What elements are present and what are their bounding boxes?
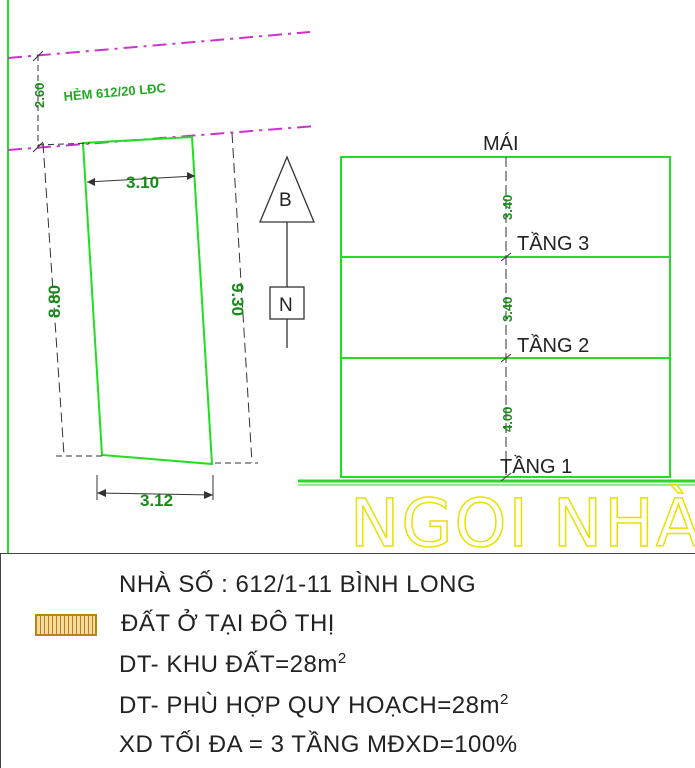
dim-top: 3.10 xyxy=(126,173,159,192)
road-width-tick-top xyxy=(32,50,44,62)
dim-left: 8.80 xyxy=(45,285,64,318)
address-line: NHÀ SỐ : 612/1-11 BÌNH LONG xyxy=(119,571,477,598)
land-area-exp: 2 xyxy=(337,650,347,667)
floor-3-label: TẦNG 3 xyxy=(517,232,589,255)
dim-left-tick-top xyxy=(37,142,91,146)
land-area-line: DT- KHU ĐẤT=28m2 xyxy=(119,650,347,679)
drawing-canvas: HẺM 612/20 LĐC 2.60 3.10 3.12 8.80 9.30 … xyxy=(7,0,695,553)
planning-area-line: DT- PHÙ HỢP QUY HOẠCH=28m2 xyxy=(119,691,509,720)
road-boundary-top xyxy=(7,31,311,59)
north-arrow-top-label: B xyxy=(279,190,292,211)
floor-1-label: TẦNG 1 xyxy=(500,455,572,478)
north-arrow-box xyxy=(269,286,305,320)
elevation-dim-tick-3 xyxy=(500,472,512,482)
road-width-dim: 2.60 xyxy=(32,83,47,108)
dim-top-arrow-right xyxy=(187,172,195,180)
floor-2-height: 3.40 xyxy=(500,297,515,322)
road-label: HẺM 612/20 LĐC xyxy=(63,80,167,104)
road-width-tick-bottom xyxy=(32,141,44,153)
max-build-line: XD TỐI ĐA = 3 TẦNG MĐXD=100% xyxy=(119,731,518,758)
planning-area-text: DT- PHÙ HỢP QUY HOẠCH=28m xyxy=(119,692,500,719)
dim-right-line xyxy=(231,132,253,464)
floor-1-height: 4.00 xyxy=(500,407,515,432)
land-type-line: ĐẤT Ở TẠI ĐÔ THỊ xyxy=(121,610,335,637)
dim-bottom-line xyxy=(96,492,214,496)
planning-area-exp: 2 xyxy=(499,691,509,708)
elevation-dim-tick-1 xyxy=(500,252,512,262)
elevation-dim-tick-2 xyxy=(500,353,512,363)
legend-panel: NHÀ SỐ : 612/1-11 BÌNH LONG ĐẤT Ở TẠI ĐÔ… xyxy=(0,553,695,768)
dim-bottom-arrow-right xyxy=(204,491,213,499)
lot-outline xyxy=(81,135,214,466)
dim-top-arrow-left xyxy=(87,178,95,186)
dim-bottom: 3.12 xyxy=(140,491,173,510)
dim-left-line xyxy=(42,142,65,456)
land-area-text: DT- KHU ĐẤT=28m xyxy=(119,651,338,678)
roof-label: MÁI xyxy=(483,132,519,155)
floor-2-label: TẦNG 2 xyxy=(517,334,589,357)
floor-3-height: 3.40 xyxy=(500,195,515,220)
dim-right: 9.30 xyxy=(228,283,247,316)
hatch-swatch xyxy=(35,614,97,636)
dim-top-line xyxy=(86,175,196,183)
north-arrow-bottom-label: N xyxy=(279,295,293,316)
dim-bottom-arrow-left xyxy=(97,489,106,497)
watermark: NGOI NHÀ xyxy=(350,485,695,553)
